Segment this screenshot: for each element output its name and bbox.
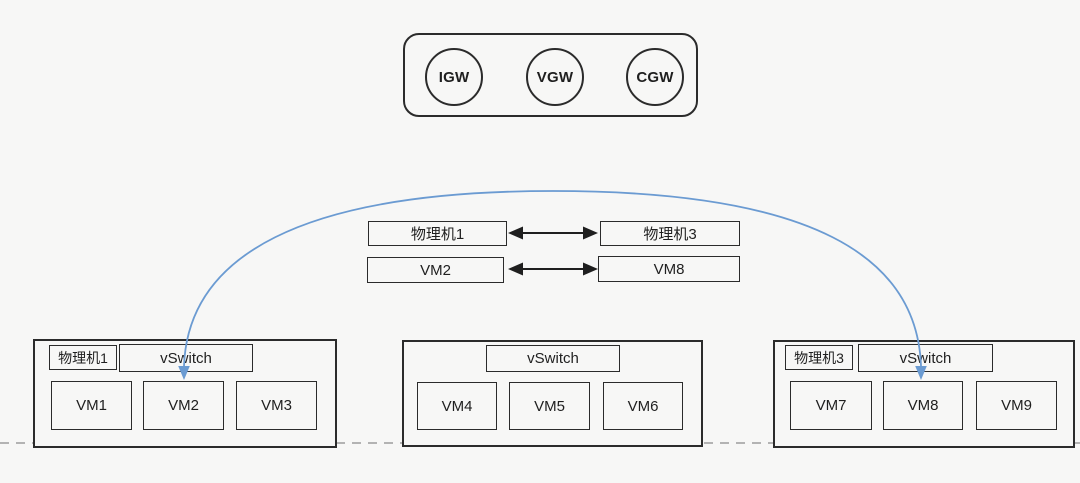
arrow-left-icon — [508, 226, 523, 240]
vm-box-vm8: VM8 — [883, 381, 963, 430]
gateway-group-container: IGW VGW CGW — [403, 33, 698, 117]
vm-box-vm3: VM3 — [236, 381, 317, 430]
vm-label: VM3 — [261, 397, 292, 414]
host-box-2: vSwitch VM4 VM5 VM6 — [402, 340, 703, 447]
gateway-node-cgw: CGW — [626, 48, 684, 106]
gateway-node-label: CGW — [636, 68, 674, 86]
vm-label: VM2 — [168, 397, 199, 414]
vswitch-box: vSwitch — [486, 345, 620, 372]
migration-arrow-vms — [508, 262, 598, 276]
arrow-left-icon — [508, 262, 523, 276]
migration-arrow-hosts — [508, 226, 598, 240]
host-box-1: 物理机1 vSwitch VM1 VM2 VM3 — [33, 339, 337, 448]
vswitch-box: vSwitch — [858, 344, 993, 372]
vm-box-vm7: VM7 — [790, 381, 872, 430]
arrow-right-icon — [583, 226, 598, 240]
vm-box-vm9: VM9 — [976, 381, 1057, 430]
vm-box-vm1: VM1 — [51, 381, 132, 430]
gateway-node-label: IGW — [438, 68, 470, 86]
gateway-node-label: VGW — [536, 68, 574, 86]
migration-target-host-box: 物理机3 — [600, 221, 740, 246]
vm-label: VM9 — [1001, 397, 1032, 414]
vm-box-vm6: VM6 — [603, 382, 683, 430]
migration-target-vm-label: VM8 — [653, 260, 685, 278]
vm-label: VM6 — [627, 397, 659, 415]
host-name-box: 物理机3 — [785, 345, 853, 370]
migration-source-host-box: 物理机1 — [368, 221, 507, 246]
host-name-label: 物理机3 — [794, 349, 844, 366]
vm-label: VM4 — [441, 397, 473, 415]
vswitch-label: vSwitch — [899, 349, 952, 367]
vm-box-vm5: VM5 — [509, 382, 590, 430]
host-box-3: 物理机3 vSwitch VM7 VM8 VM9 — [773, 340, 1075, 448]
vm-label: VM7 — [815, 397, 847, 414]
migration-source-vm-label: VM2 — [420, 261, 451, 279]
arrow-right-icon — [583, 262, 598, 276]
migration-source-host-label: 物理机1 — [410, 226, 465, 243]
migration-target-host-label: 物理机3 — [643, 226, 697, 243]
vswitch-label: vSwitch — [527, 350, 579, 367]
host-name-box: 物理机1 — [49, 345, 117, 370]
gateway-node-igw: IGW — [425, 48, 483, 106]
vswitch-box: vSwitch — [119, 344, 253, 372]
migration-source-vm-box: VM2 — [367, 257, 504, 283]
vm-label: VM1 — [76, 397, 107, 414]
migration-target-vm-box: VM8 — [598, 256, 740, 282]
vm-label: VM5 — [534, 397, 565, 415]
vm-box-vm2: VM2 — [143, 381, 224, 430]
vm-box-vm4: VM4 — [417, 382, 497, 430]
vswitch-label: vSwitch — [160, 349, 212, 367]
vm-label: VM8 — [907, 397, 939, 414]
gateway-node-vgw: VGW — [526, 48, 584, 106]
host-name-label: 物理机1 — [58, 349, 108, 366]
